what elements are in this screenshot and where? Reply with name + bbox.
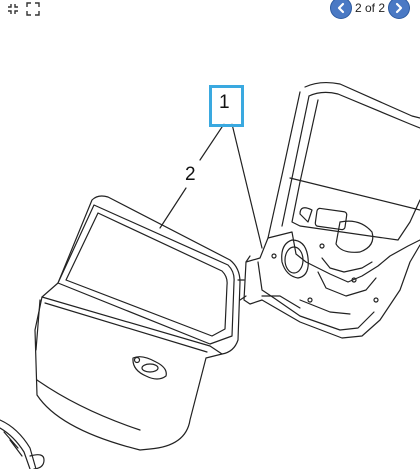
chevron-right-icon <box>395 2 403 14</box>
door-outer-panel[interactable] <box>34 195 241 451</box>
door-inner-structure[interactable] <box>237 81 420 339</box>
callout-leader-lines <box>159 123 263 249</box>
collapse-icon[interactable] <box>6 2 20 16</box>
pager: 2 of 2 <box>330 0 411 19</box>
chevron-left-icon <box>337 2 345 14</box>
fullscreen-icon[interactable] <box>26 2 40 16</box>
callout-label-1[interactable]: 1 <box>219 92 230 113</box>
callout-highlight[interactable] <box>209 85 244 127</box>
page-indicator: 2 of 2 <box>355 1 386 15</box>
door-parts-diagram <box>0 81 420 469</box>
next-page-button[interactable] <box>388 0 411 19</box>
viewer-toolbar <box>6 2 40 16</box>
prev-page-button[interactable] <box>330 0 352 19</box>
callout-label-2[interactable]: 2 <box>185 164 196 185</box>
partial-component-corner <box>0 419 45 469</box>
